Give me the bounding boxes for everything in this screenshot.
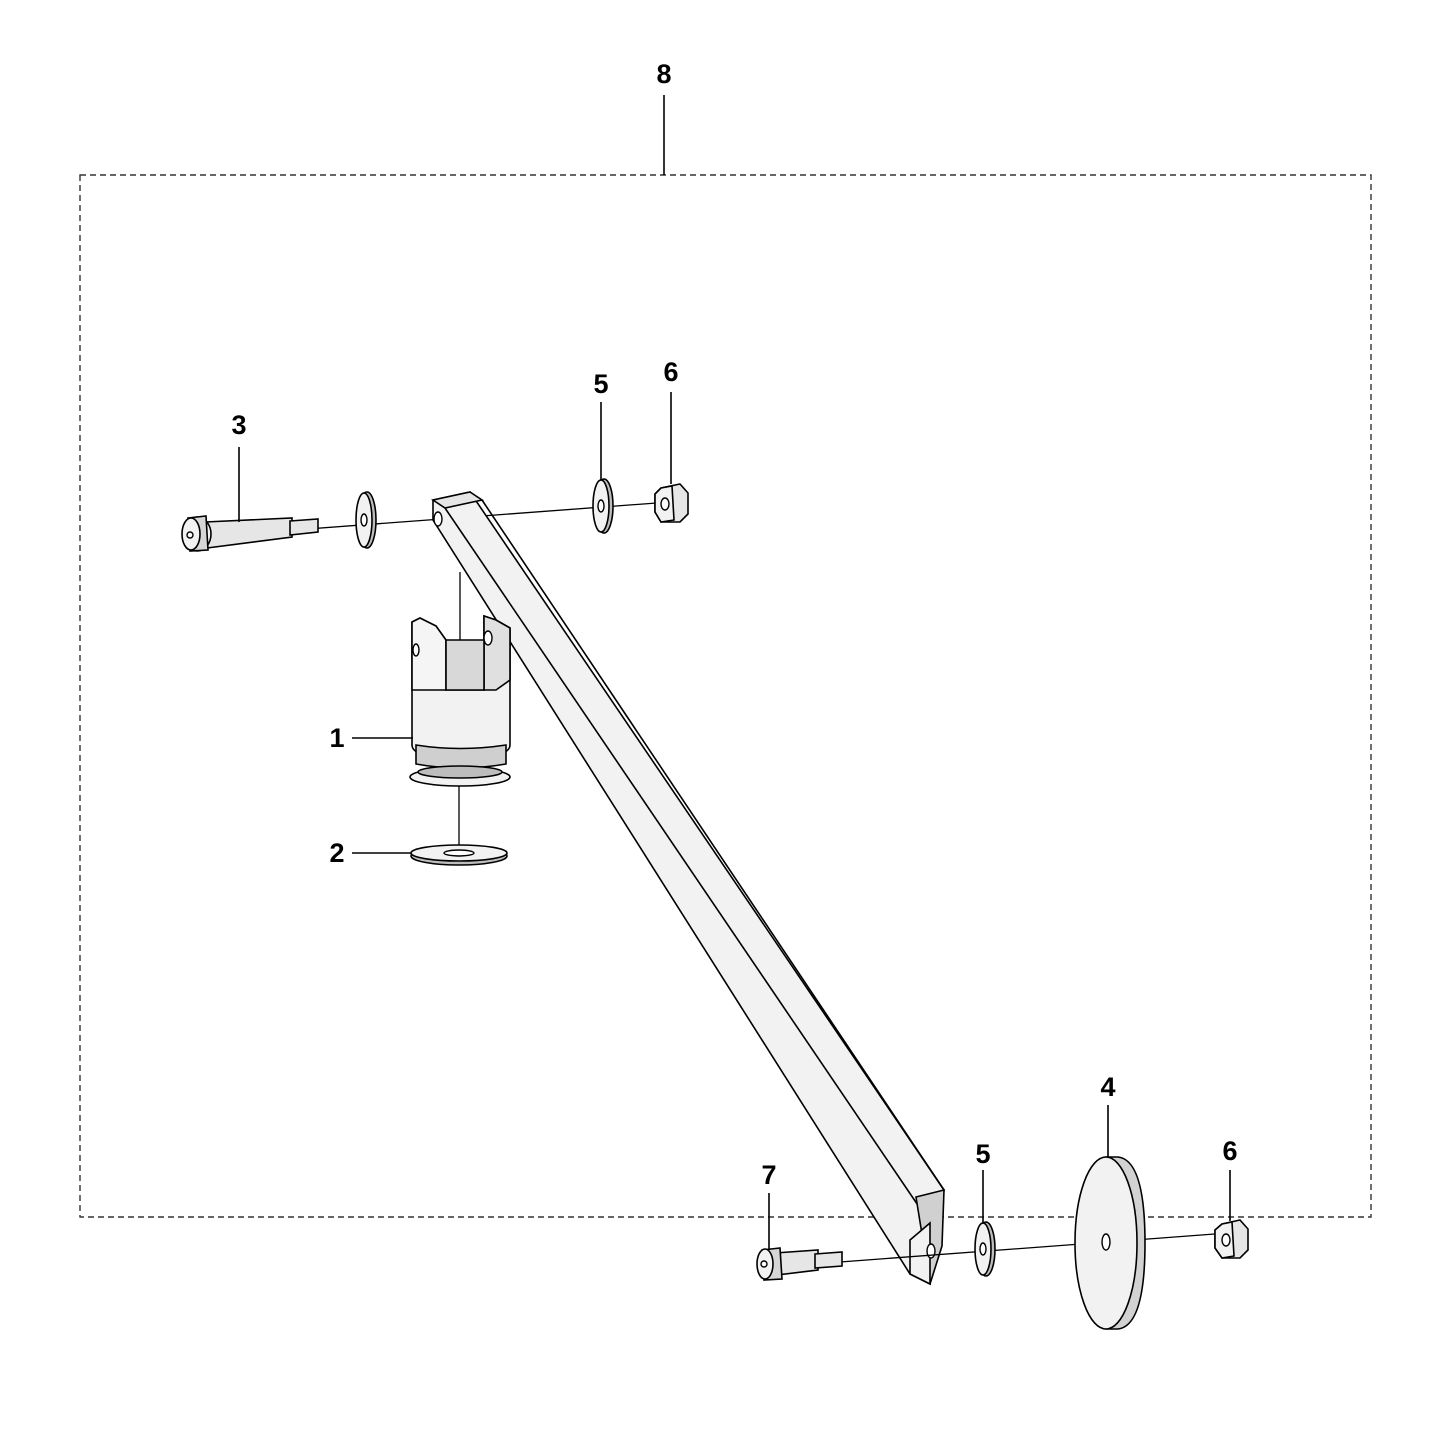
- callout-7: 7: [761, 1160, 776, 1190]
- shoulder-bolt-lower: [756, 1247, 843, 1281]
- shoulder-bolt-upper: [181, 515, 319, 552]
- lock-nut-lower: [1214, 1219, 1249, 1259]
- washer-lower: [974, 1221, 996, 1277]
- callout-3: 3: [231, 410, 246, 440]
- lower-axis: [839, 1232, 1229, 1263]
- lock-nut-upper: [654, 483, 689, 523]
- callout-8: 8: [656, 59, 671, 89]
- callout-5-lower: 5: [975, 1139, 990, 1169]
- callout-6-upper: 6: [663, 357, 678, 387]
- flat-washer: [410, 844, 508, 866]
- callout-6-lower: 6: [1222, 1136, 1237, 1166]
- support-arm: [430, 491, 945, 1286]
- callout-5-upper: 5: [593, 369, 608, 399]
- callout-2: 2: [329, 838, 344, 868]
- assembly-boundary: [79, 174, 1372, 1218]
- washer-upper-left: [355, 491, 377, 549]
- washer-upper: [592, 478, 614, 534]
- callout-1: 1: [329, 723, 344, 753]
- callout-4: 4: [1100, 1072, 1115, 1102]
- clevis-housing: [409, 614, 511, 787]
- wheel: [1074, 1156, 1146, 1330]
